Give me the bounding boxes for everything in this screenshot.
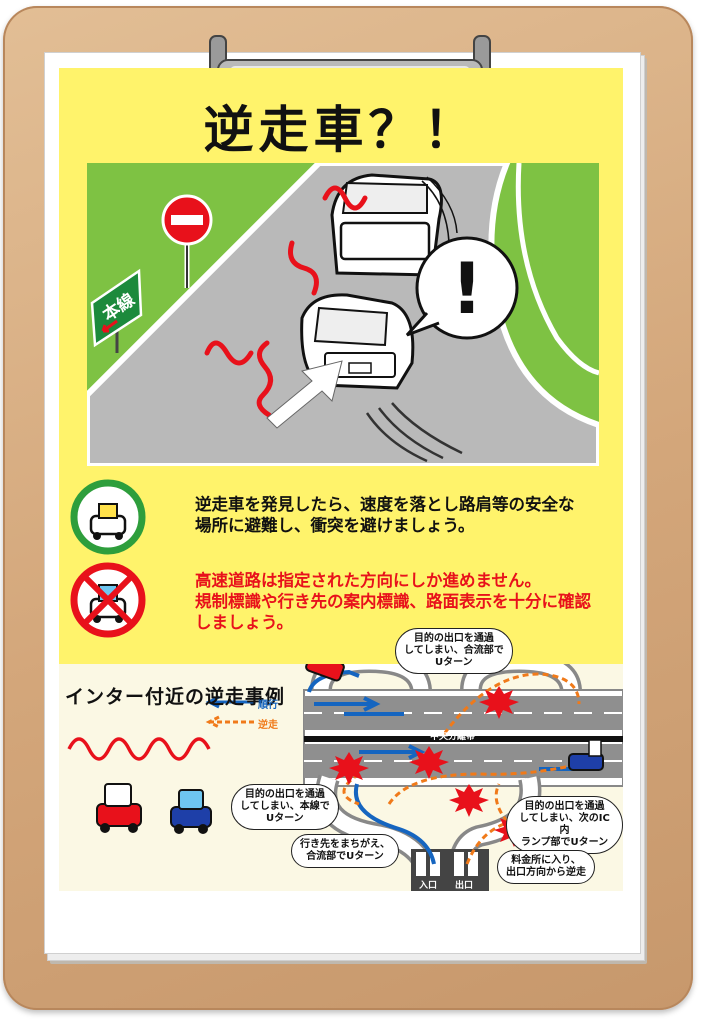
callout-line: 目的の出口を通過: [524, 801, 605, 812]
svg-text:!: !: [451, 248, 483, 330]
callout-line: Uターン: [266, 813, 304, 824]
warning-poster: 逆走車？！ 本線: [59, 68, 623, 891]
safe-evacuation-icon: [70, 479, 146, 555]
interchange-diagram: [67, 664, 623, 891]
tip-line: 高速道路は指定された方向にしか進めません。: [195, 571, 542, 590]
median-label: 中央分離帯: [430, 732, 476, 742]
callout-line: 目的の出口を通過: [413, 633, 494, 644]
main-line-sign-icon: 本線: [90, 268, 143, 353]
no-wrong-way-icon: [70, 562, 146, 638]
callout-bubble: 目的の出口を通過 してしまい、合流部で Uターン: [395, 628, 513, 674]
wrong-way-car-icon: [305, 664, 345, 682]
legend-normal-label: 順行: [258, 700, 278, 711]
car-icon: [170, 789, 212, 834]
car-icon: [568, 739, 604, 771]
tip-line: 場所に避難し、衝突を避けましょう。: [195, 516, 475, 535]
callout-line: してしまい、合流部で: [404, 645, 504, 656]
wrong-way-car-icon: [330, 173, 458, 277]
callout-line: 出口方向から逆走: [506, 867, 586, 878]
callout-line: Uターン: [435, 657, 473, 668]
callout-bubble: 目的の出口を通過 してしまい、次のIC内 ランプ部でUターン: [506, 796, 623, 854]
callout-line: 行き先をまちがえ、: [300, 839, 390, 850]
callout-line: してしまい、本線で: [240, 801, 330, 812]
wrong-way-road-illustration: 本線 !: [87, 163, 599, 466]
exit-gate-label: 出口: [455, 881, 474, 891]
warning-tip-text: 高速道路は指定された方向にしか進めません。 規制標識や行き先の案内標識、路面表示…: [195, 570, 591, 633]
callout-line: 目的の出口を通過: [244, 789, 325, 800]
callout-line: 合流部でUターン: [306, 851, 384, 862]
callout-line: 料金所に入り、: [511, 855, 581, 866]
tip-line: しましょう。: [195, 613, 294, 632]
callout-bubble: 目的の出口を通過 してしまい、本線で Uターン: [231, 784, 339, 830]
wrong-way-car-icon: [96, 783, 142, 833]
exclamation-bubble-icon: !: [405, 236, 519, 340]
safety-tip-text: 逆走車を発見したら、速度を落とし路肩等の安全な 場所に避難し、衝突を避けましょう…: [195, 494, 575, 536]
callout-bubble: 料金所に入り、 出口方向から逆走: [497, 850, 595, 884]
interchange-map: インター付近の逆走事例 順行 逆走 中央分離帯 入口 出口 目的の出口を通過 し…: [59, 628, 623, 891]
legend-wrong-label: 逆走: [258, 720, 278, 731]
interchange-map-title: インター付近の逆走事例: [65, 686, 286, 708]
entrance-gate-label: 入口: [419, 881, 438, 891]
tip-line: 逆走車を発見したら、速度を落とし路肩等の安全な: [195, 495, 575, 514]
callout-line: ランプ部でUターン: [520, 837, 609, 848]
page-title: 逆走車？！: [203, 101, 479, 159]
tip-line: 規制標識や行き先の案内標識、路面表示を十分に確認: [195, 592, 591, 611]
callout-line: してしまい、次のIC内: [519, 813, 610, 836]
no-entry-sign-icon: [161, 194, 213, 288]
callout-bubble: 行き先をまちがえ、 合流部でUターン: [291, 834, 399, 868]
